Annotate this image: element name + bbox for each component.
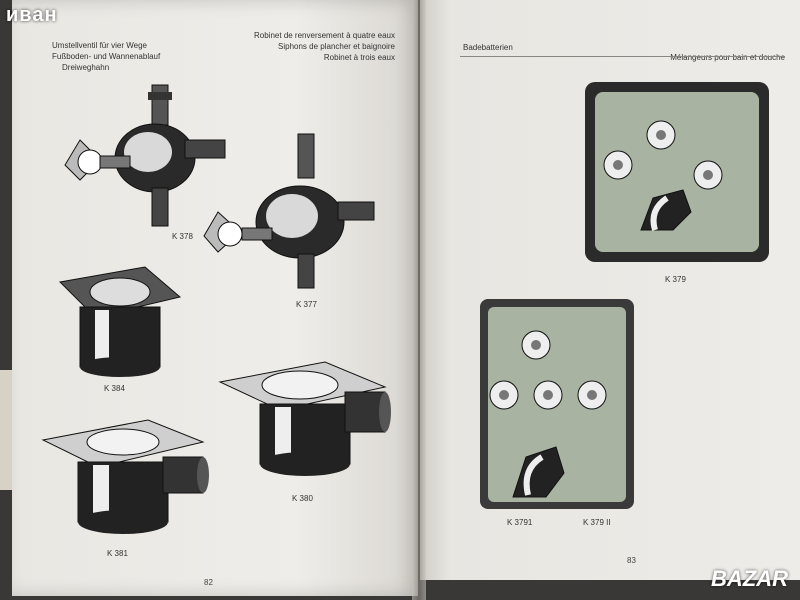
figure-label: K 379 [665,275,686,284]
left-header-german: Umstellventil für vier Wege Fußboden- un… [52,40,172,73]
figure-label: K 384 [104,384,125,393]
floor-drain-side-outlet-illustration [218,361,391,476]
floor-drain-square-illustration [58,266,182,377]
header-rule [460,56,785,57]
header-line: Robinet à trois eaux [323,53,395,62]
watermark-logo: BAZAR [711,566,788,591]
bath-drain-illustration [41,419,209,534]
valve-four-way-illustration [64,84,226,227]
header-line: Fußboden- und Wannenablauf [52,52,161,61]
header-line: Siphons de plancher et baignoire [278,42,395,51]
figure-label: K 379 II [583,518,611,527]
right-header-german: Badebatterien [463,43,513,52]
header-line: Umstellventil für vier Wege [52,41,147,50]
left-header-french: Robinet de renversement à quatre eaux Si… [220,30,395,63]
valve-three-way-illustration [203,133,375,289]
page-number: 82 [204,578,213,587]
header-line: Robinet de renversement à quatre eaux [254,31,395,40]
bath-shower-mixer-panel-illustration [480,299,634,509]
figure-label: K 377 [296,300,317,309]
right-header-french: Mélangeurs pour bain et douche [670,53,785,62]
figure-label: K 3791 [507,518,533,527]
figure-label: K 380 [292,494,313,503]
bath-mixer-panel-illustration [585,82,769,262]
page-number: 83 [627,556,636,565]
header-line: Dreiweghahn [62,63,110,72]
book-gutter [412,0,426,600]
figure-label: K 378 [172,232,193,241]
figure-label: K 381 [107,549,128,558]
watermark-username: иван [6,4,58,26]
